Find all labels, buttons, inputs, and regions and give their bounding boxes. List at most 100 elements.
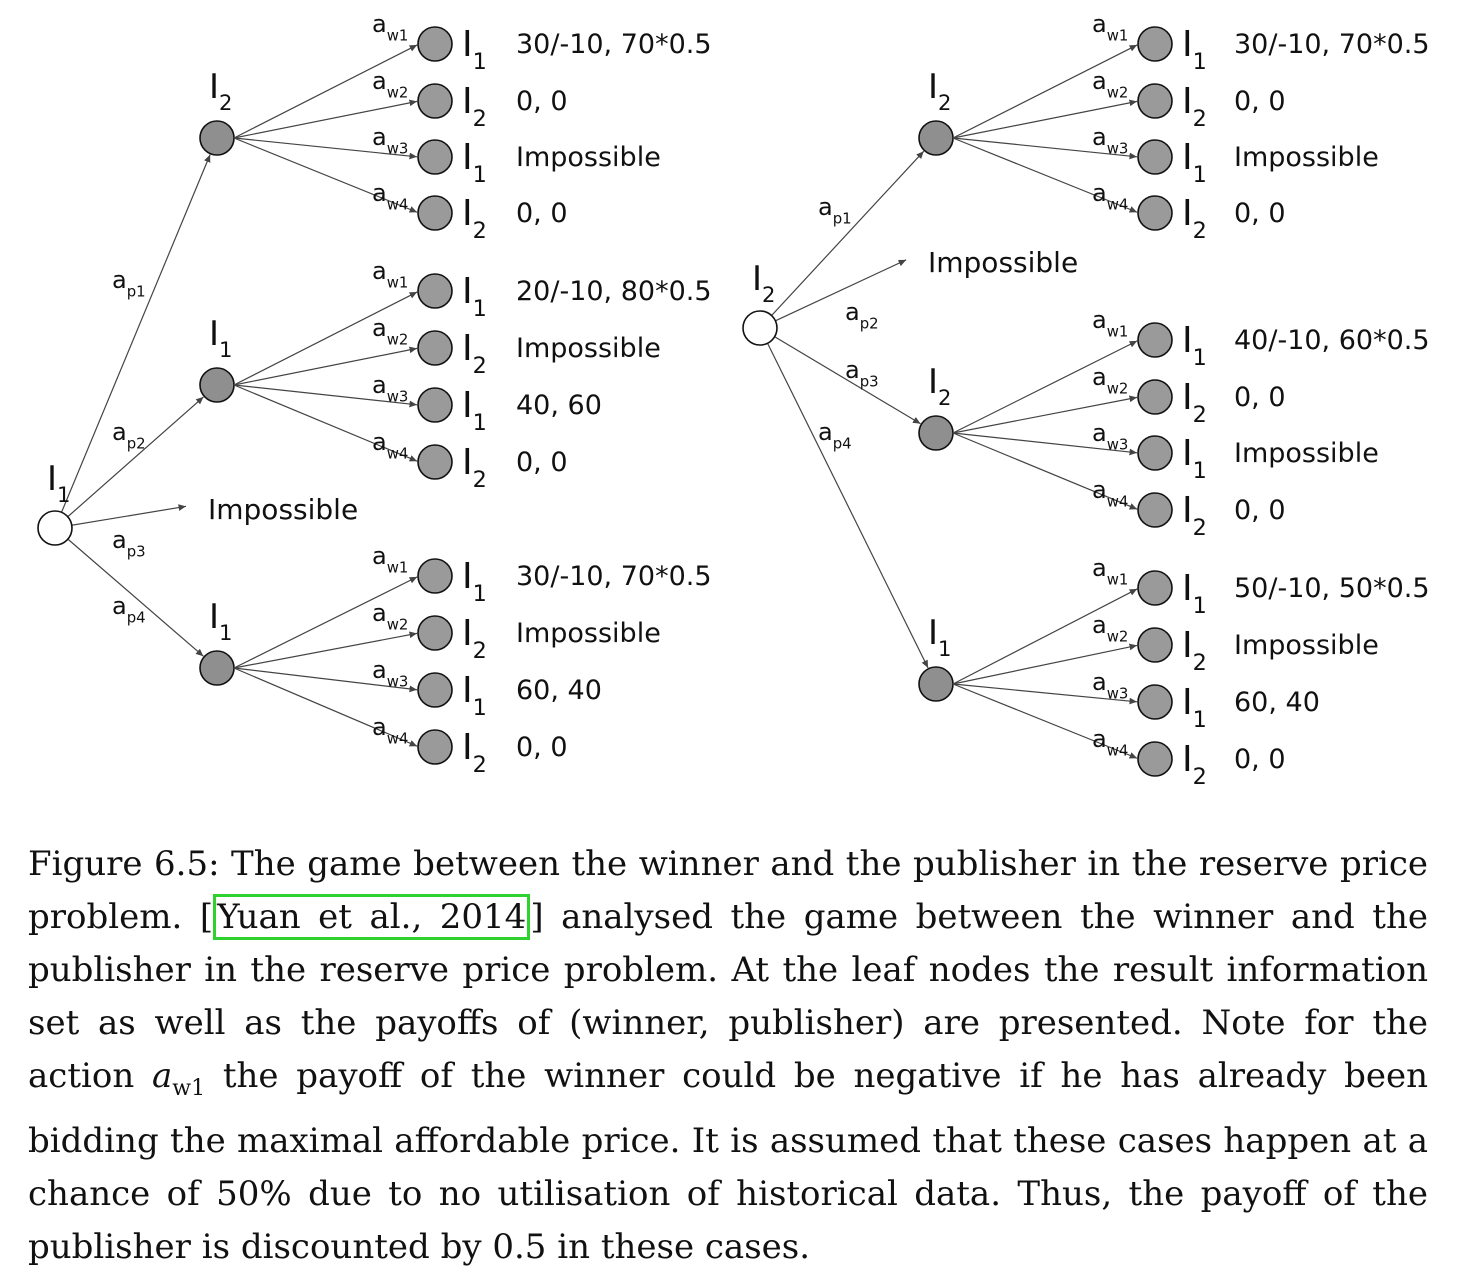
- publisher-action-label: ap2: [845, 298, 879, 333]
- winner-action-label: aw2: [1092, 67, 1128, 102]
- edge-aw3: [233, 667, 418, 693]
- child-info-set-label: I1: [209, 314, 232, 362]
- leaf-info-set-label: I2: [1182, 377, 1207, 428]
- winner-action-label: aw1: [372, 542, 408, 577]
- winner-action-label: aw4: [372, 713, 408, 748]
- leaf-node: [417, 195, 453, 231]
- edge-ap4: [54, 527, 204, 657]
- edge-ap3: [759, 327, 921, 425]
- leaf-node: [417, 729, 453, 765]
- winner-action-label: aw3: [372, 123, 408, 158]
- leaf-info-set-label: I2: [462, 613, 487, 664]
- child-info-set-label: I1: [209, 597, 232, 645]
- leaf-info-set-label: I2: [1182, 490, 1207, 541]
- edge-aw1: [233, 291, 418, 386]
- winner-action-label: aw3: [372, 656, 408, 691]
- root-info-set-label: I1: [47, 459, 70, 507]
- caption-suffix: the payoff of the winner could be negati…: [28, 1056, 1428, 1267]
- edge-aw1: [233, 576, 418, 669]
- leaf-node: [1137, 435, 1173, 471]
- edge-aw2: [952, 99, 1138, 139]
- leaf-node: [417, 139, 453, 175]
- winner-action-label: aw3: [1092, 668, 1128, 703]
- payoff-label: 0, 0: [1234, 744, 1286, 775]
- winner-action-label: aw1: [372, 10, 408, 45]
- leaf-node: [417, 615, 453, 651]
- leaf-node: [1137, 741, 1173, 777]
- leaf-info-set-label: I1: [462, 271, 487, 322]
- winner-action-label: aw4: [1092, 476, 1128, 511]
- leaf-node: [417, 330, 453, 366]
- edge-aw4: [233, 667, 418, 747]
- caption-prefix: Figure 6.5: The game between the winner …: [28, 844, 1428, 937]
- winner-action-label: aw2: [372, 599, 408, 634]
- publisher-action-label: ap2: [112, 418, 146, 453]
- leaf-node: [417, 26, 453, 62]
- leaf-node: [417, 273, 453, 309]
- leaf-info-set-label: I2: [462, 442, 487, 493]
- payoff-label: 0, 0: [516, 198, 568, 229]
- payoff-label: 60, 40: [516, 675, 602, 706]
- leaf-node: [1137, 322, 1173, 358]
- edge-aw2: [952, 395, 1138, 434]
- edge-aw4: [952, 432, 1138, 510]
- winner-action-label: aw1: [372, 257, 408, 292]
- edge-ap1: [54, 154, 211, 529]
- leaf-node: [1137, 684, 1173, 720]
- publisher-action-label: ap3: [845, 356, 879, 391]
- leaf-info-set-label: I1: [462, 24, 487, 75]
- winner-action-label: aw2: [1092, 363, 1128, 398]
- leaf-info-set-label: I2: [1182, 625, 1207, 676]
- edge-aw3: [952, 432, 1138, 456]
- winner-action-label: aw4: [1092, 179, 1128, 214]
- winner-action-label: aw4: [372, 179, 408, 214]
- payoff-label: 0, 0: [516, 447, 568, 478]
- root-node: [742, 310, 778, 346]
- payoff-label: Impossible: [1234, 438, 1379, 469]
- winner-action-label: aw3: [1092, 419, 1128, 454]
- decision-node: [199, 650, 235, 686]
- payoff-label: 0, 0: [1234, 382, 1286, 413]
- impossible-label: Impossible: [928, 246, 1078, 279]
- leaf-info-set-label: I1: [1182, 682, 1207, 733]
- winner-action-label: aw3: [372, 371, 408, 406]
- edge-aw3: [233, 137, 418, 160]
- payoff-label: Impossible: [516, 333, 661, 364]
- math-sub: w1: [172, 1075, 206, 1101]
- edge-aw2: [233, 99, 418, 139]
- winner-action-label: aw4: [1092, 725, 1128, 760]
- payoff-label: 30/-10, 70*0.5: [516, 561, 712, 592]
- edge-aw4: [952, 683, 1138, 759]
- payoff-label: 0, 0: [516, 86, 568, 117]
- winner-action-label: aw2: [1092, 611, 1128, 646]
- leaf-info-set-label: I2: [462, 328, 487, 379]
- citation-link[interactable]: Yuan et al., 2014: [213, 894, 531, 940]
- leaf-info-set-label: I1: [462, 670, 487, 721]
- leaf-info-set-label: I2: [1182, 739, 1207, 790]
- publisher-action-label: ap3: [112, 526, 146, 561]
- payoff-label: 30/-10, 70*0.5: [1234, 29, 1430, 60]
- publisher-action-label: ap4: [112, 592, 146, 627]
- decision-node: [918, 120, 954, 156]
- leaf-info-set-label: I2: [462, 727, 487, 778]
- payoff-label: Impossible: [1234, 630, 1379, 661]
- edge-aw3: [952, 137, 1138, 160]
- leaf-info-set-label: I1: [1182, 320, 1207, 371]
- leaf-info-set-label: I2: [462, 81, 487, 132]
- child-info-set-label: I2: [928, 362, 951, 410]
- payoff-label: 60, 40: [1234, 687, 1320, 718]
- payoff-label: 40/-10, 60*0.5: [1234, 325, 1430, 356]
- winner-action-label: aw3: [1092, 123, 1128, 158]
- winner-action-label: aw2: [372, 67, 408, 102]
- child-info-set-label: I2: [209, 67, 232, 115]
- payoff-label: Impossible: [516, 142, 661, 173]
- winner-action-label: aw1: [1092, 10, 1128, 45]
- decision-node: [199, 367, 235, 403]
- leaf-node: [417, 83, 453, 119]
- root-info-set-label: I2: [752, 259, 775, 307]
- edge-aw2: [233, 346, 418, 386]
- figure-caption: Figure 6.5: The game between the winner …: [28, 844, 1428, 1267]
- edge-aw4: [233, 137, 418, 213]
- leaf-info-set-label: I2: [462, 193, 487, 244]
